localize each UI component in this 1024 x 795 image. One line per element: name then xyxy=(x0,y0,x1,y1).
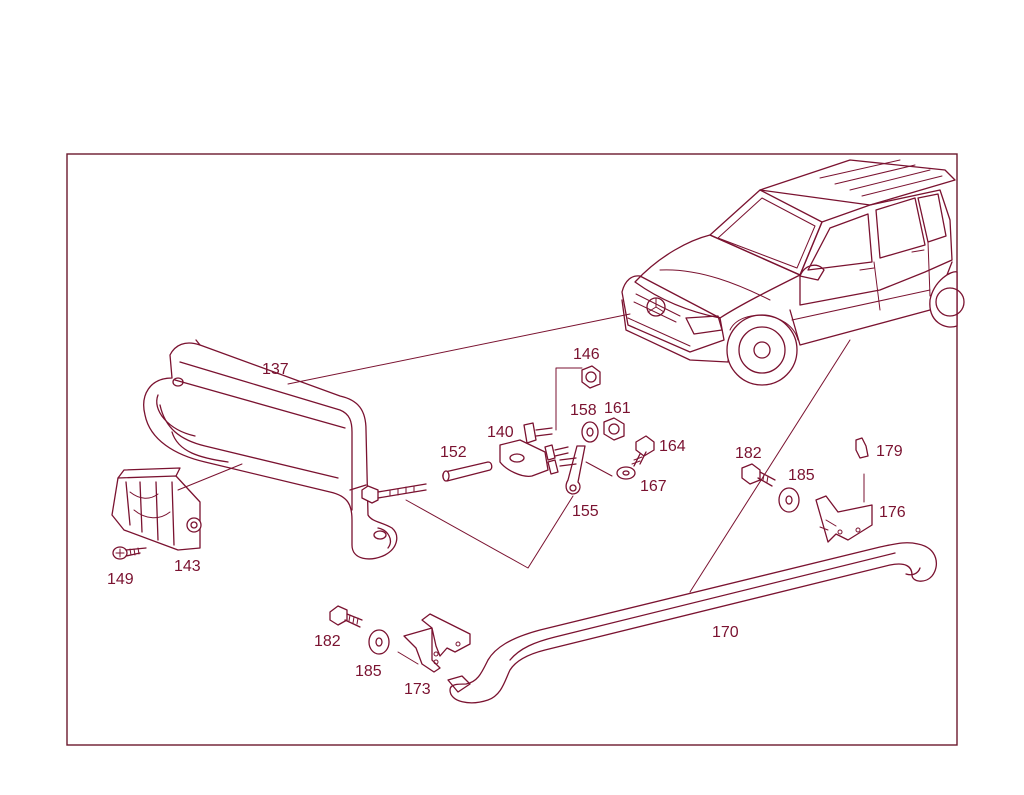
label-185-upper: 185 xyxy=(788,467,815,484)
bolt-182-upper xyxy=(741,463,776,487)
label-176: 176 xyxy=(879,504,906,521)
washer-185-upper xyxy=(778,487,800,513)
label-167: 167 xyxy=(640,478,667,495)
lamp-143 xyxy=(111,467,202,551)
leader-lines xyxy=(177,313,865,665)
bolt-164 xyxy=(631,435,655,467)
screw-149 xyxy=(112,546,147,560)
label-182-lower: 182 xyxy=(314,633,341,650)
bracket-155 xyxy=(559,445,586,495)
nut-146 xyxy=(581,365,601,389)
label-152: 152 xyxy=(440,444,467,461)
vehicle-illustration xyxy=(621,159,965,386)
bracket-176 xyxy=(815,495,873,543)
diagram-frame xyxy=(66,153,958,746)
label-170: 170 xyxy=(712,624,739,641)
label-155: 155 xyxy=(572,503,599,520)
step-bar-170 xyxy=(447,542,938,704)
clip-179 xyxy=(855,437,869,459)
nut-161 xyxy=(603,417,625,441)
label-182-upper: 182 xyxy=(735,445,762,462)
bracket-140 xyxy=(499,422,569,477)
bolt-long xyxy=(361,483,427,504)
label-137: 137 xyxy=(262,361,289,378)
label-185-lower: 185 xyxy=(355,663,382,680)
label-143: 143 xyxy=(174,558,201,575)
label-140: 140 xyxy=(487,424,514,441)
label-179: 179 xyxy=(876,443,903,460)
part-labels: 137 140 143 146 149 152 155 158 161 164 … xyxy=(107,346,906,698)
washer-185-lower xyxy=(368,629,390,655)
label-161: 161 xyxy=(604,400,631,417)
front-wheel xyxy=(726,314,798,386)
bolt-182-lower xyxy=(329,605,363,628)
label-164: 164 xyxy=(659,438,686,455)
bull-bar-137 xyxy=(143,339,398,560)
washer-167 xyxy=(616,466,636,480)
label-146: 146 xyxy=(573,346,600,363)
washer-158 xyxy=(581,421,599,443)
sleeve-152 xyxy=(442,461,493,482)
label-149: 149 xyxy=(107,571,134,588)
bracket-173 xyxy=(403,613,471,673)
label-158: 158 xyxy=(570,402,597,419)
label-173: 173 xyxy=(404,681,431,698)
rear-wheel xyxy=(929,271,958,328)
